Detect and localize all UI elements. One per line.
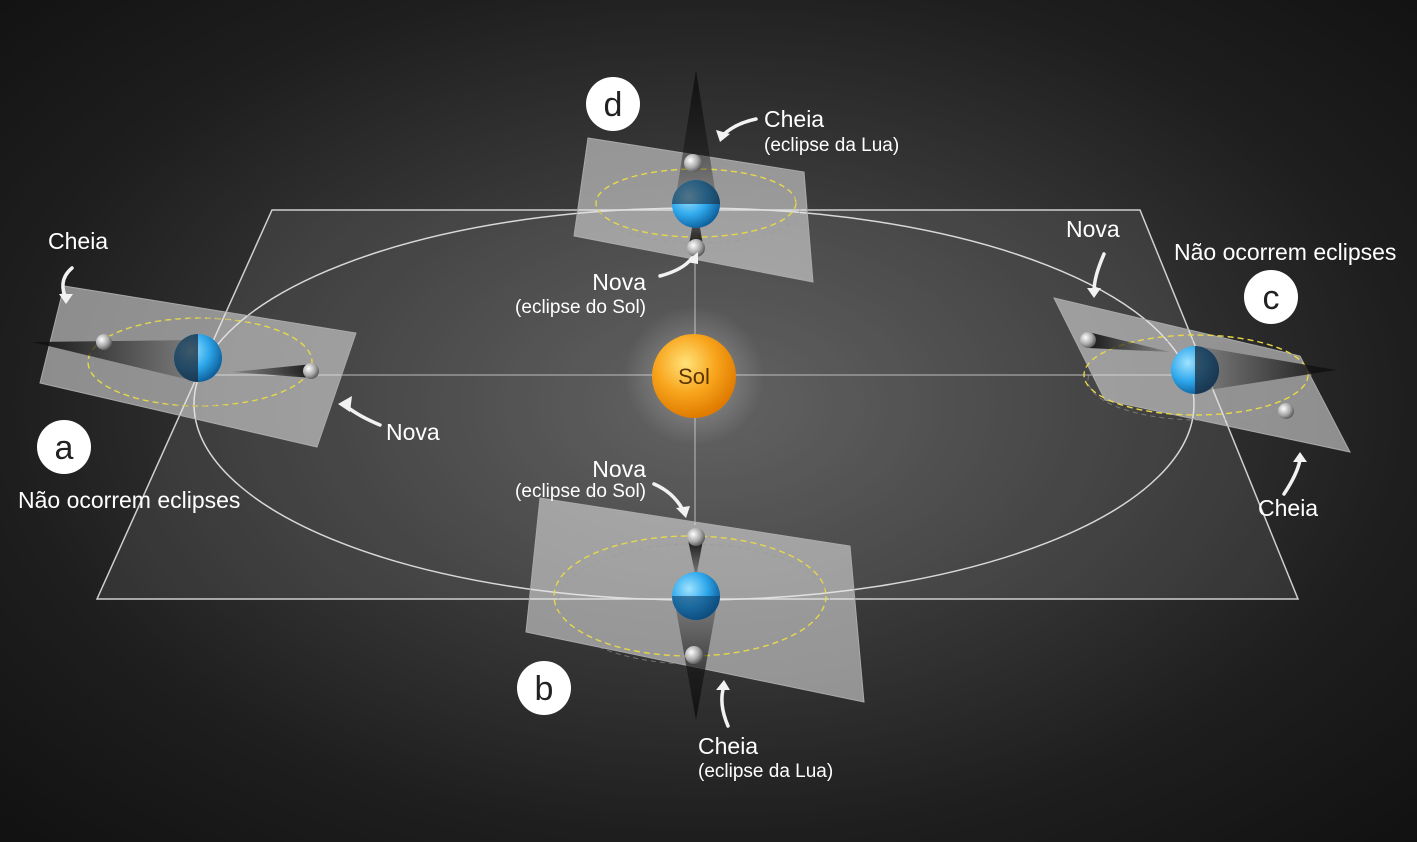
badge-d: d [586, 77, 640, 131]
earth-shadow-cone-a [32, 340, 198, 382]
label-c-new: Nova [1066, 216, 1120, 242]
svg-text:d: d [604, 86, 623, 124]
caption-a: Não ocorrem eclipses [18, 487, 240, 513]
earth-shadow-cone-d [676, 70, 716, 196]
arrow-c-full [1282, 458, 1302, 496]
moon-full-d [684, 154, 702, 172]
svg-text:a: a [55, 429, 74, 467]
label-c-full: Cheia [1258, 495, 1318, 521]
moon-new-a [303, 363, 319, 379]
label-a-full: Cheia [48, 228, 108, 254]
svg-text:b: b [535, 670, 554, 708]
position-c [1053, 297, 1351, 453]
label-b-new-sub: (eclipse do Sol) [515, 481, 646, 502]
label-b-full: Cheia [698, 733, 758, 759]
moon-shadow-cone-c [1088, 332, 1170, 352]
badge-b: b [517, 661, 571, 715]
moon-shadow-cone-a [232, 364, 313, 378]
arrowheads [59, 130, 1307, 690]
moon-new-b [687, 528, 705, 546]
position-a [32, 285, 357, 448]
moon-new-c [1080, 332, 1096, 348]
badge-a: a [37, 420, 91, 474]
moon-full-a [96, 334, 112, 350]
moon-full-b [685, 646, 703, 664]
svg-text:c: c [1263, 279, 1280, 317]
caption-c: Não ocorrem eclipses [1174, 239, 1396, 265]
moon-shadow-cone-b [688, 540, 703, 578]
moon-full-c [1278, 403, 1294, 419]
label-a-new: Nova [386, 419, 440, 445]
badge-c: c [1244, 270, 1298, 324]
arrow-b-full [720, 684, 730, 728]
moon-new-d [687, 239, 705, 257]
earth-shadow-cone-c [1196, 346, 1336, 392]
label-b-new: Nova [592, 456, 646, 482]
sun: Sol [624, 306, 764, 446]
label-d-full-sub: (eclipse da Lua) [764, 135, 899, 156]
label-b-full-sub: (eclipse da Lua) [698, 761, 833, 782]
label-d-new: Nova [592, 269, 646, 295]
position-b [525, 497, 865, 720]
sun-label: Sol [678, 364, 710, 389]
label-d-full: Cheia [764, 106, 824, 132]
label-d-new-sub: (eclipse do Sol) [515, 297, 646, 318]
position-d [573, 70, 814, 283]
